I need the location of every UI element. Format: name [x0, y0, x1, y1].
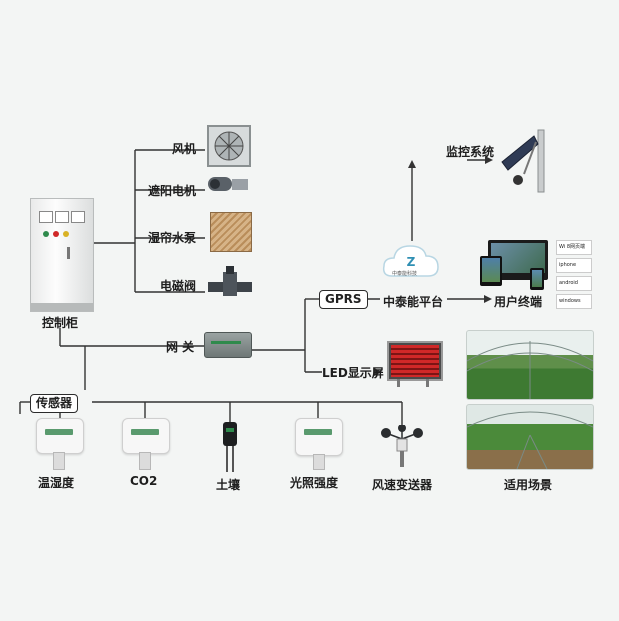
phone-icon [530, 268, 544, 290]
fan-icon [207, 125, 251, 167]
soil-sensor-icon [221, 422, 239, 474]
platform-label: 中泰能平台 [383, 293, 443, 310]
indicator-light-icon [43, 231, 49, 237]
indicator-light-icon [53, 231, 59, 237]
actuator-label-fan: 风机 [172, 140, 196, 157]
os-item: android [556, 276, 592, 291]
motor-icon [206, 172, 252, 196]
solenoid-valve-icon [208, 266, 252, 298]
cloud-caption: 中泰能科技 [392, 270, 417, 277]
os-item: Wi 8网页端 [556, 240, 592, 255]
cabinet-label: 控制柜 [42, 314, 78, 331]
anemometer-icon [380, 425, 424, 469]
temp-humidity-sensor-icon [36, 418, 84, 454]
meter-icon [71, 211, 85, 223]
control-cabinet [30, 198, 94, 312]
led-label: LED显示屏 [322, 364, 384, 381]
led-display-icon [387, 341, 443, 381]
indicator-light-icon [63, 231, 69, 237]
greenhouse-photo-bottom [466, 404, 594, 470]
sensor-label-co2: CO2 [130, 474, 157, 488]
monitor-label: 监控系统 [446, 143, 494, 160]
sensor-hub-box: 传感器 [30, 394, 78, 413]
greenhouse-photo-top [466, 330, 594, 400]
gateway-label: 网 关 [166, 338, 194, 355]
meter-icon [39, 211, 53, 223]
sensor-label-soil: 土壤 [216, 476, 240, 493]
wet-curtain-icon [210, 212, 252, 252]
co2-sensor-icon [122, 418, 170, 454]
gateway-device-icon [204, 332, 252, 358]
svg-text:Z: Z [407, 255, 416, 269]
meter-icon [55, 211, 69, 223]
sensor-label-wind-speed: 风速变送器 [372, 476, 432, 493]
actuator-label-shade-motor: 遮阳电机 [148, 182, 196, 199]
monitoring-camera-icon [494, 128, 550, 194]
scene-label: 适用场景 [504, 476, 552, 493]
actuator-label-wet-curtain-pump: 湿帘水泵 [148, 229, 196, 246]
os-item: windows [556, 294, 592, 309]
os-list: Wi 8网页端 iphone android windows [556, 240, 592, 309]
user-terminal-label: 用户终端 [494, 293, 542, 310]
light-intensity-sensor-icon [295, 418, 343, 456]
door-handle-icon [67, 247, 70, 259]
sensor-label-light-intensity: 光照强度 [290, 474, 338, 491]
tablet-icon [480, 256, 502, 286]
gprs-box: GPRS [319, 290, 368, 309]
os-item: iphone [556, 258, 592, 273]
actuator-label-solenoid-valve: 电磁阀 [160, 277, 196, 294]
sensor-label-temp-humidity: 温湿度 [38, 474, 74, 491]
